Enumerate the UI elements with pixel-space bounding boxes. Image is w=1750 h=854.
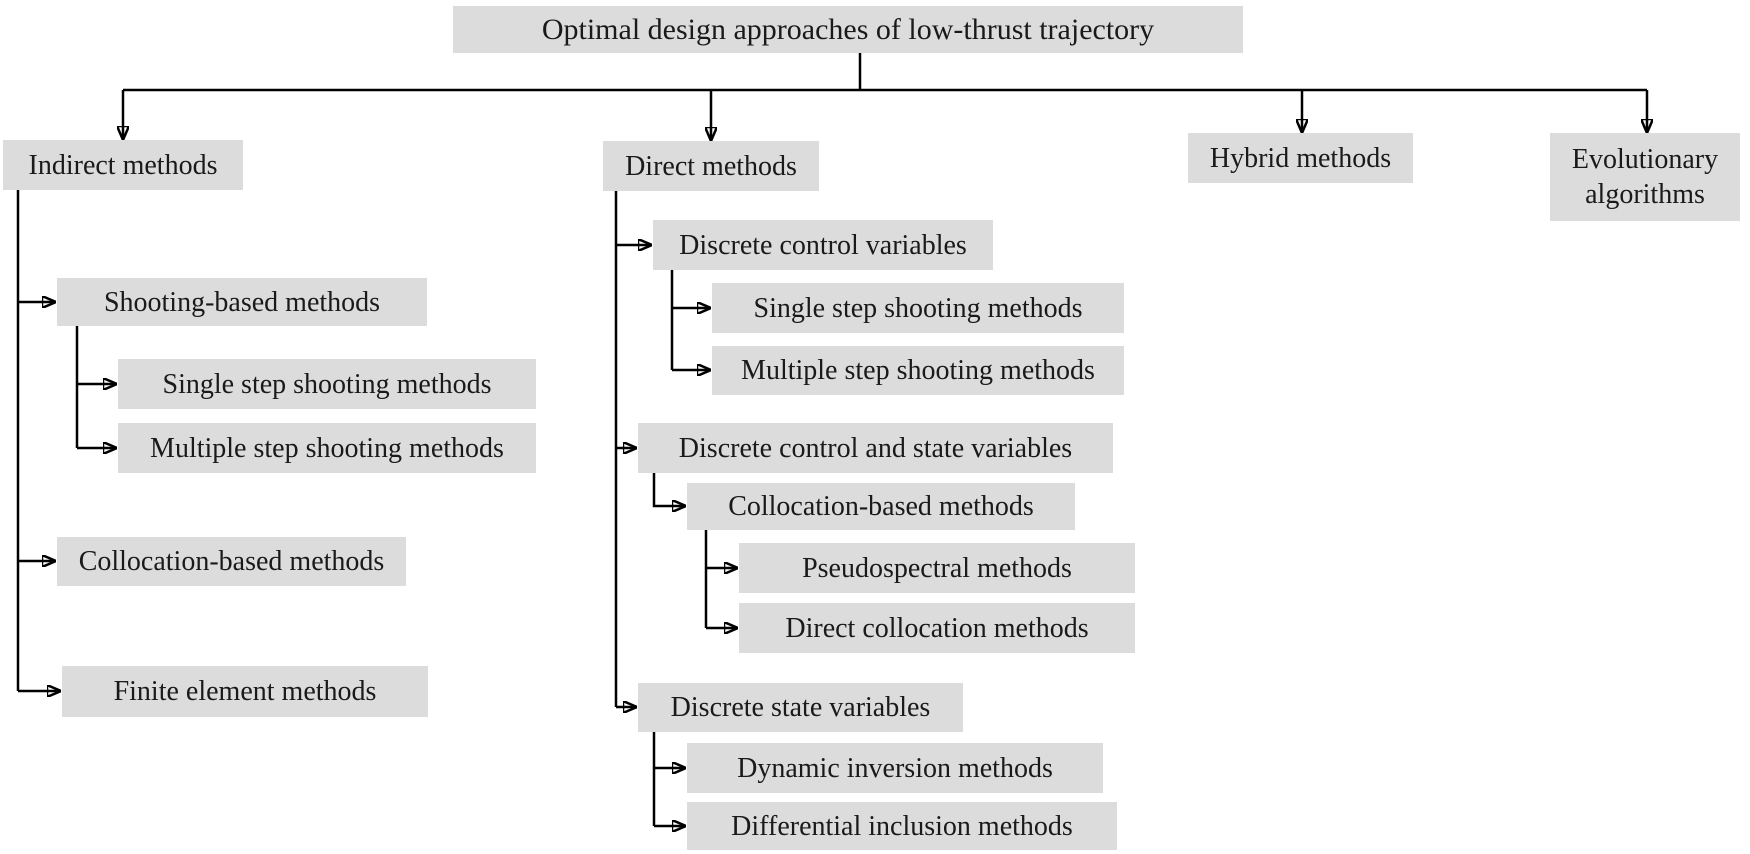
node-discrete-control-and-state-variables: Discrete control and state variables (638, 423, 1113, 473)
node-direct-collocation-based: Collocation-based methods (687, 483, 1075, 530)
node-discrete-control-variables: Discrete control variables (653, 220, 993, 270)
node-dynamic-inversion-methods: Dynamic inversion methods (687, 743, 1103, 793)
arrow-to-direct-collocation (652, 473, 684, 506)
node-evolutionary-algorithms: Evolutionary algorithms (1550, 133, 1740, 221)
node-pseudospectral-methods: Pseudospectral methods (739, 543, 1135, 593)
node-shooting-based-methods: Shooting-based methods (57, 278, 427, 326)
node-direct-collocation-methods: Direct collocation methods (739, 603, 1135, 653)
node-indirect-multiple-step-shooting: Multiple step shooting methods (118, 423, 536, 473)
node-indirect-single-step-shooting: Single step shooting methods (118, 359, 536, 409)
node-finite-element-methods: Finite element methods (62, 666, 428, 717)
node-differential-inclusion-methods: Differential inclusion methods (687, 802, 1117, 850)
node-root-title: Optimal design approaches of low-thrust … (453, 6, 1243, 53)
node-indirect-collocation-based: Collocation-based methods (57, 537, 406, 586)
node-indirect-methods: Indirect methods (3, 140, 243, 190)
node-hybrid-methods: Hybrid methods (1188, 133, 1413, 183)
node-direct-multiple-step-shooting: Multiple step shooting methods (712, 346, 1124, 395)
node-direct-methods: Direct methods (603, 141, 819, 191)
node-discrete-state-variables: Discrete state variables (638, 683, 963, 732)
node-direct-single-step-shooting: Single step shooting methods (712, 283, 1124, 333)
